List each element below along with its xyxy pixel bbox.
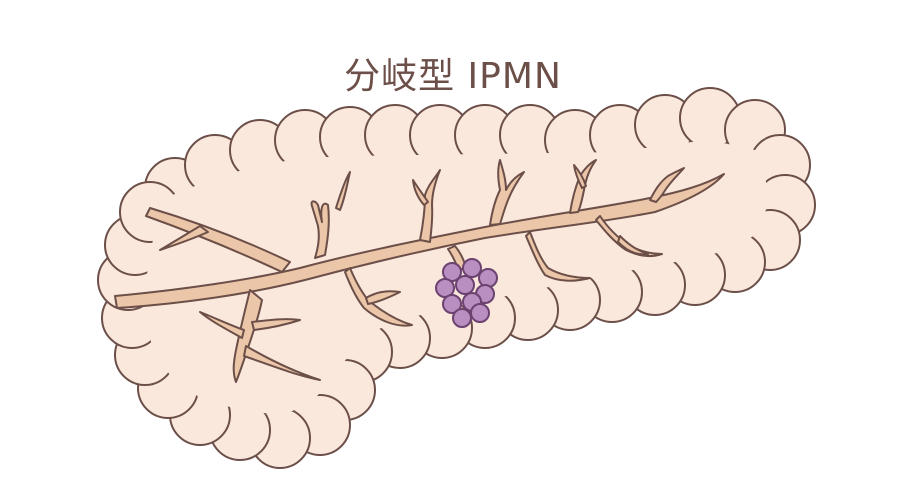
pancreatic-duct [114,159,725,383]
diagram-title: 分岐型 IPMN [344,56,562,97]
cyst-cluster [435,258,498,328]
